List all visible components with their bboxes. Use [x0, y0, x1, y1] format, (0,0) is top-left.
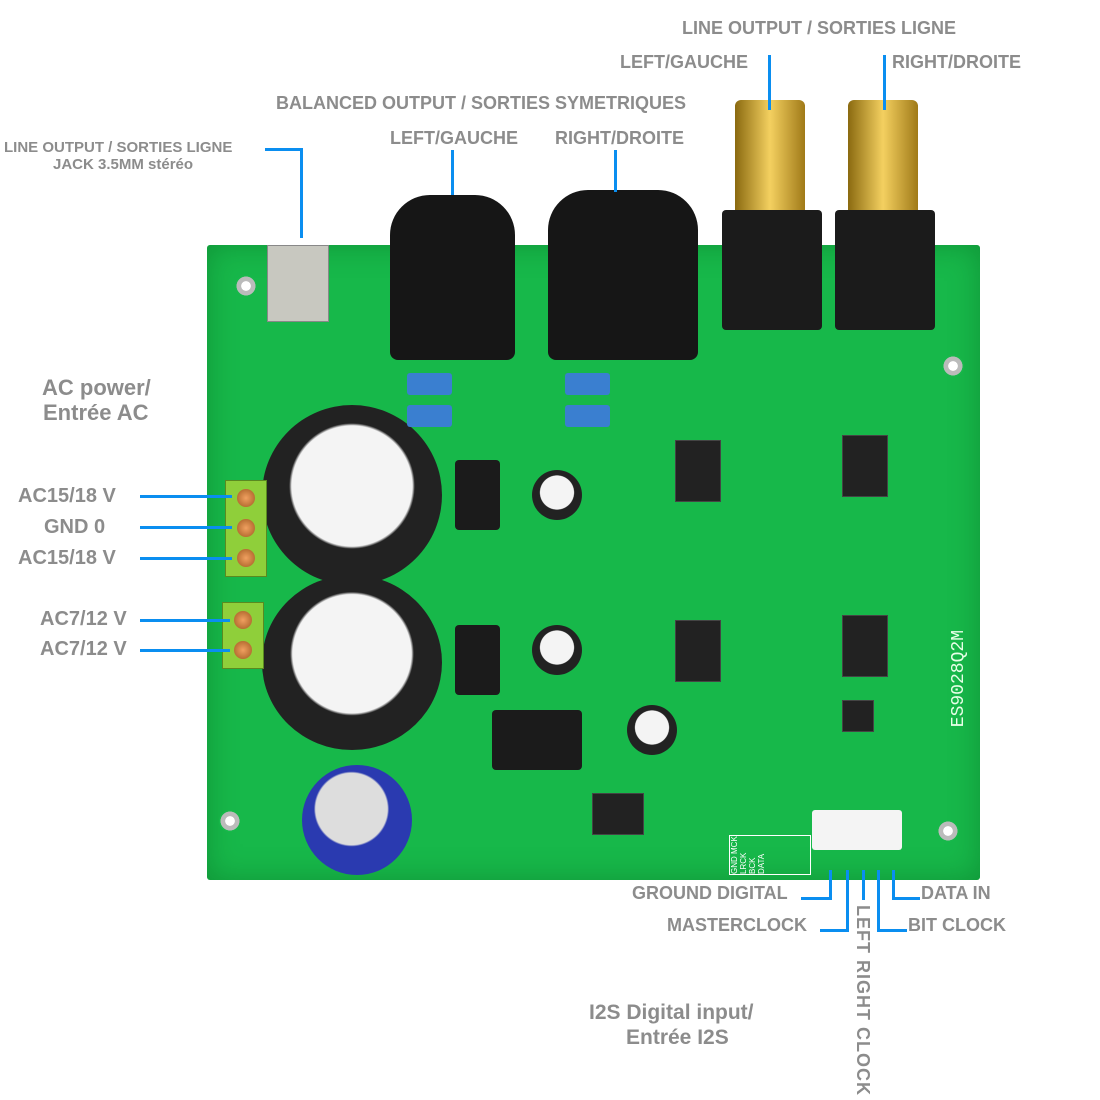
ac-terminal-block-2[interactable]	[222, 602, 264, 669]
leader-line	[801, 897, 831, 900]
leader-line	[877, 929, 907, 932]
rca-left-housing	[722, 210, 822, 330]
rca-right-connector[interactable]	[848, 100, 918, 220]
leader-line	[892, 870, 895, 900]
label-ac-power-1: AC power/	[42, 375, 151, 400]
label-bit-clock: BIT CLOCK	[908, 915, 1006, 935]
capacitor	[627, 705, 677, 755]
label-left-right-clock: LEFT RIGHT CLOCK	[853, 905, 873, 1096]
leader-line	[140, 495, 232, 498]
label-rca-left: LEFT/GAUCHE	[620, 52, 748, 72]
label-gnd: GND 0	[44, 516, 106, 538]
label-jack-line1: LINE OUTPUT / SORTIES LIGNE	[4, 139, 233, 156]
film-capacitor	[407, 373, 452, 395]
label-balanced-output: BALANCED OUTPUT / SORTIES SYMETRIQUES	[276, 93, 687, 113]
label-xlr-left: LEFT/GAUCHE	[390, 128, 518, 148]
ac-terminal-block[interactable]	[225, 480, 267, 577]
mounting-hole	[219, 810, 241, 832]
leader-line	[265, 148, 302, 151]
leader-line	[846, 870, 849, 932]
label-ground-digital: GROUND DIGITAL	[632, 883, 788, 903]
label-jack-line2: JACK 3.5MM stéréo	[53, 156, 194, 173]
leader-line	[300, 148, 303, 238]
capacitor	[302, 765, 412, 875]
opamp-chip	[675, 620, 721, 682]
xlr-left-connector[interactable]	[390, 195, 515, 360]
regulator	[455, 460, 500, 530]
rca-right-housing	[835, 210, 935, 330]
leader-line	[829, 870, 832, 900]
label-ac-power-2: Entrée AC	[43, 400, 149, 425]
film-capacitor	[565, 405, 610, 427]
label-line-output: LINE OUTPUT / SORTIES LIGNE	[682, 18, 957, 38]
leader-line	[862, 870, 865, 900]
label-ac15-b: AC15/18 V	[18, 547, 116, 569]
rca-left-connector[interactable]	[735, 100, 805, 220]
leader-line	[451, 150, 454, 195]
leader-line	[820, 929, 849, 932]
dac-chip	[842, 700, 874, 732]
chip	[592, 793, 644, 835]
label-xlr-right: RIGHT/DROITE	[555, 128, 684, 148]
opamp-chip	[842, 435, 888, 497]
jack-3.5mm[interactable]	[267, 245, 329, 322]
label-i2s-2: Entrée I2S	[626, 1026, 729, 1049]
label-rca-right: RIGHT/DROITE	[892, 52, 1021, 72]
mounting-hole	[937, 820, 959, 842]
leader-line	[614, 150, 617, 192]
leader-line	[877, 870, 880, 932]
label-ac7-a: AC7/12 V	[40, 608, 127, 630]
leader-line	[883, 55, 886, 110]
film-capacitor	[407, 405, 452, 427]
xlr-right-connector[interactable]	[548, 190, 698, 360]
regulator	[492, 710, 582, 770]
opamp-chip	[675, 440, 721, 502]
regulator	[455, 625, 500, 695]
opamp-chip	[842, 615, 888, 677]
leader-line	[140, 557, 232, 560]
film-capacitor	[565, 373, 610, 395]
label-ac15-a: AC15/18 V	[18, 485, 116, 507]
capacitor	[532, 470, 582, 520]
label-masterclock: MASTERCLOCK	[667, 915, 807, 935]
mounting-hole	[235, 275, 257, 297]
label-i2s-1: I2S Digital input/	[589, 1001, 754, 1024]
leader-line	[768, 55, 771, 110]
leader-line	[892, 897, 920, 900]
leader-line	[140, 526, 232, 529]
filter-capacitor	[262, 575, 442, 750]
label-data-in: DATA IN	[921, 883, 991, 903]
board-model: ES9028Q2M	[949, 630, 969, 728]
mounting-hole	[942, 355, 964, 377]
i2s-header[interactable]	[812, 810, 902, 850]
label-ac7-b: AC7/12 V	[40, 638, 127, 660]
capacitor	[532, 625, 582, 675]
leader-line	[140, 649, 230, 652]
leader-line	[140, 619, 230, 622]
filter-capacitor	[262, 405, 442, 585]
i2s-pin-labels: GND MCK LRCK BCK DATA	[729, 835, 811, 875]
